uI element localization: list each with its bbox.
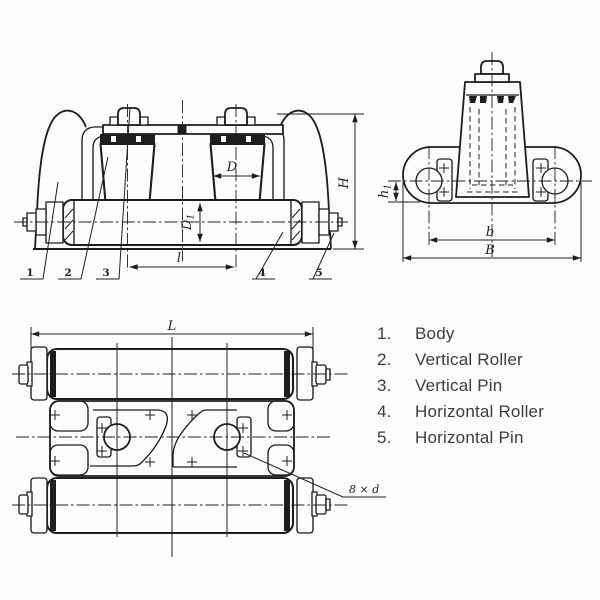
front-view: H D D1 l 1 2 3 4 5 — [14, 100, 364, 280]
legend-item-number: 4. — [377, 401, 392, 421]
dim-label-D1-base: D — [180, 219, 195, 231]
legend-item: 1. Body — [377, 321, 544, 347]
horizontal-roller — [61, 198, 304, 247]
plan-roller-bottom — [45, 476, 295, 535]
horizontal-pin-right — [301, 201, 343, 244]
legend-item: 3. Vertical Pin — [377, 373, 544, 399]
plan-end-plates — [18, 346, 331, 534]
callout-4: 4 — [252, 231, 284, 280]
dim-label-B: B — [484, 243, 495, 258]
legend-item: 5. Horizontal Pin — [377, 425, 544, 451]
plan-center-lines — [12, 373, 348, 506]
top-bar — [102, 124, 284, 135]
side-tower — [455, 81, 530, 198]
dim-label-h1-sub: 1 — [384, 184, 394, 190]
body-right-cheek — [279, 109, 332, 250]
side-center-lines — [388, 52, 592, 257]
callout-number-1: 1 — [26, 267, 33, 279]
side-view: h1 b B — [377, 52, 592, 262]
dim-label-l: l — [177, 251, 181, 266]
bolt-note-label: 8 × d — [349, 483, 379, 496]
horizontal-pin-left — [22, 201, 64, 244]
callout-number-5: 5 — [315, 267, 322, 279]
bolt-hole-crosses — [50, 410, 292, 467]
callout-5: 5 — [309, 232, 335, 280]
dim-label-D1-sub: 1 — [187, 214, 197, 220]
legend-item: 2. Vertical Roller — [377, 347, 544, 373]
legend-item-number: 5. — [377, 427, 392, 447]
side-pin-cap — [480, 60, 504, 75]
vertical-pin-cap-right — [216, 107, 256, 126]
top-view: L 8 × d — [12, 319, 386, 557]
callout-2: 2 — [58, 156, 109, 280]
dim-label-h1-base: h — [377, 190, 392, 198]
legend-item-label: Horizontal Pin — [415, 427, 524, 447]
parts-legend: 1.Body 2.Vertical Roller 3.Vertical Pin … — [377, 321, 544, 451]
hidden-roller-lines — [467, 107, 518, 193]
vertical-roller-right — [209, 134, 266, 204]
dim-label-H: H — [337, 177, 352, 190]
legend-item-label: Horizontal Roller — [415, 401, 545, 421]
dim-label-L: L — [167, 319, 177, 334]
dim-label-D1: D1 — [180, 214, 197, 231]
callout-number-4: 4 — [258, 267, 265, 279]
dim-label-D: D — [226, 160, 238, 175]
legend-item: 4. Horizontal Roller — [377, 399, 544, 425]
legend-item-label: Vertical Pin — [415, 375, 503, 395]
callout-number-3: 3 — [102, 267, 109, 279]
callout-1: 1 — [20, 181, 59, 280]
dim-label-b: b — [486, 225, 494, 240]
legend-item-number: 2. — [377, 349, 392, 369]
body-left-cheek — [34, 109, 87, 250]
center-lines — [14, 100, 348, 271]
legend-item-label: Vertical Roller — [415, 349, 523, 369]
legend-item-number: 3. — [377, 375, 392, 395]
dim-label-h1: h1 — [377, 184, 394, 198]
callout-3: 3 — [96, 106, 131, 280]
callout-number-2: 2 — [64, 267, 71, 279]
legend-item-label: Body — [415, 324, 455, 343]
legend-item-number: 1. — [377, 324, 392, 343]
